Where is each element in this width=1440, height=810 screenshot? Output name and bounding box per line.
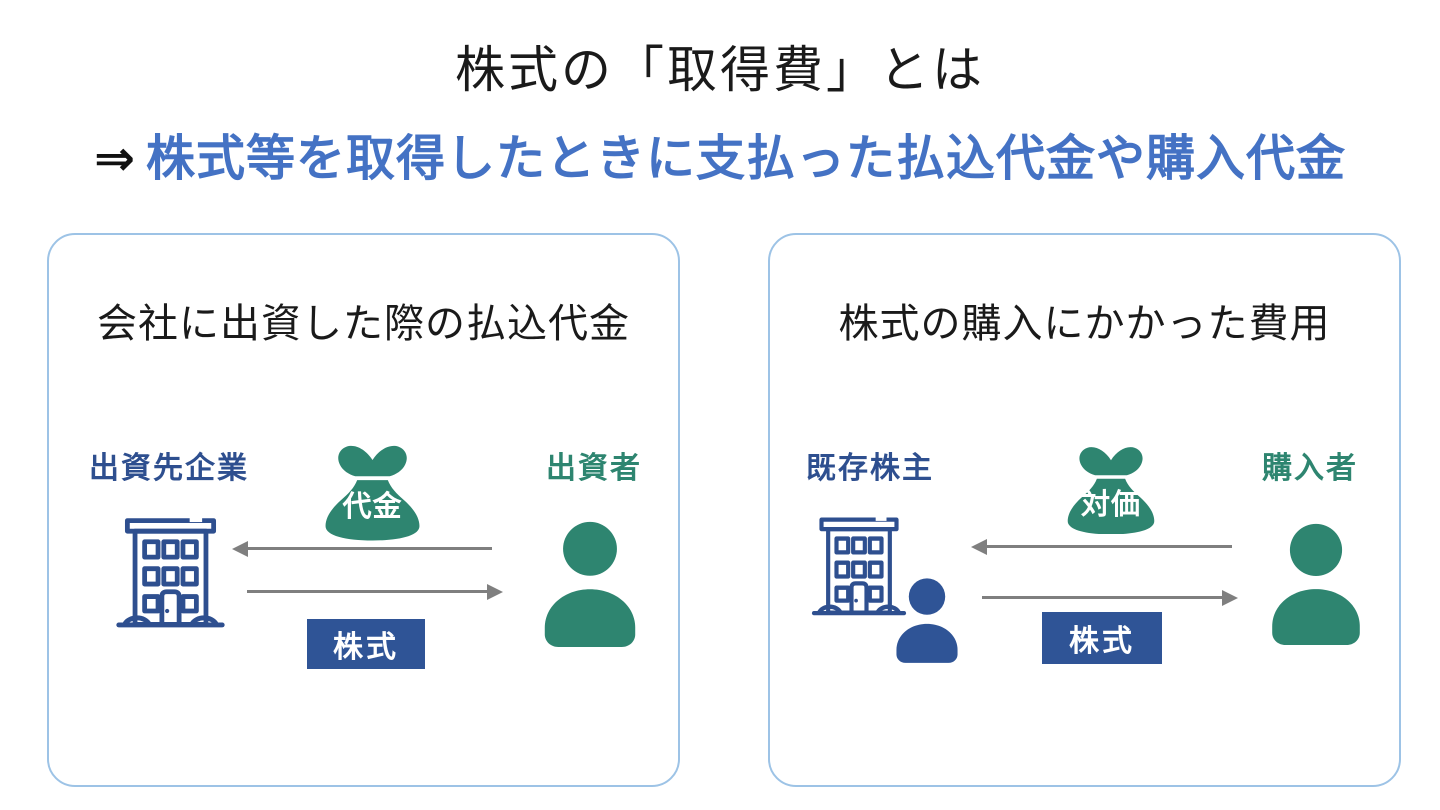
money-bag-label: 代金 (342, 490, 403, 523)
panel-heading: 株式の購入にかかった費用 (838, 302, 1331, 346)
investor-label: 出資者 (546, 452, 642, 485)
purchaser-label: 購入者 (1262, 452, 1358, 485)
panel-capital-contribution: 会社に出資した際の払込代金 出資先企業 出資者 (47, 233, 680, 787)
money-bag-icon: 代金 (315, 437, 430, 541)
stock-badge: 株式 (307, 619, 425, 669)
money-bag-icon: 対価 (1058, 439, 1164, 535)
building-icon (809, 511, 909, 628)
person-icon (1260, 522, 1372, 650)
existing-shareholder-label: 既存株主 (806, 452, 934, 485)
payment-arrow (245, 547, 492, 550)
money-bag-label: 対価 (1080, 488, 1141, 521)
panel-heading: 会社に出資した際の払込代金 (97, 302, 630, 346)
stock-badge: 株式 (1042, 612, 1162, 664)
subtitle-text: 株式等を取得したときに支払った払込代金や購入代金 (146, 132, 1347, 186)
stock-arrow (982, 596, 1225, 599)
person-icon (532, 520, 648, 652)
subtitle: ⇒株式等を取得したときに支払った払込代金や購入代金 (0, 119, 1440, 190)
shareholder-person-icon (888, 575, 966, 668)
stock-arrow (247, 590, 490, 593)
payment-arrow (984, 545, 1232, 548)
page-title: 株式の「取得費」とは (455, 42, 985, 98)
implies-arrow-glyph: ⇒ (93, 132, 137, 186)
building-icon (113, 511, 228, 641)
panel-stock-purchase: 株式の購入にかかった費用 既存株主 購入者 (768, 233, 1401, 787)
investee-company-label: 出資先企業 (89, 452, 249, 485)
